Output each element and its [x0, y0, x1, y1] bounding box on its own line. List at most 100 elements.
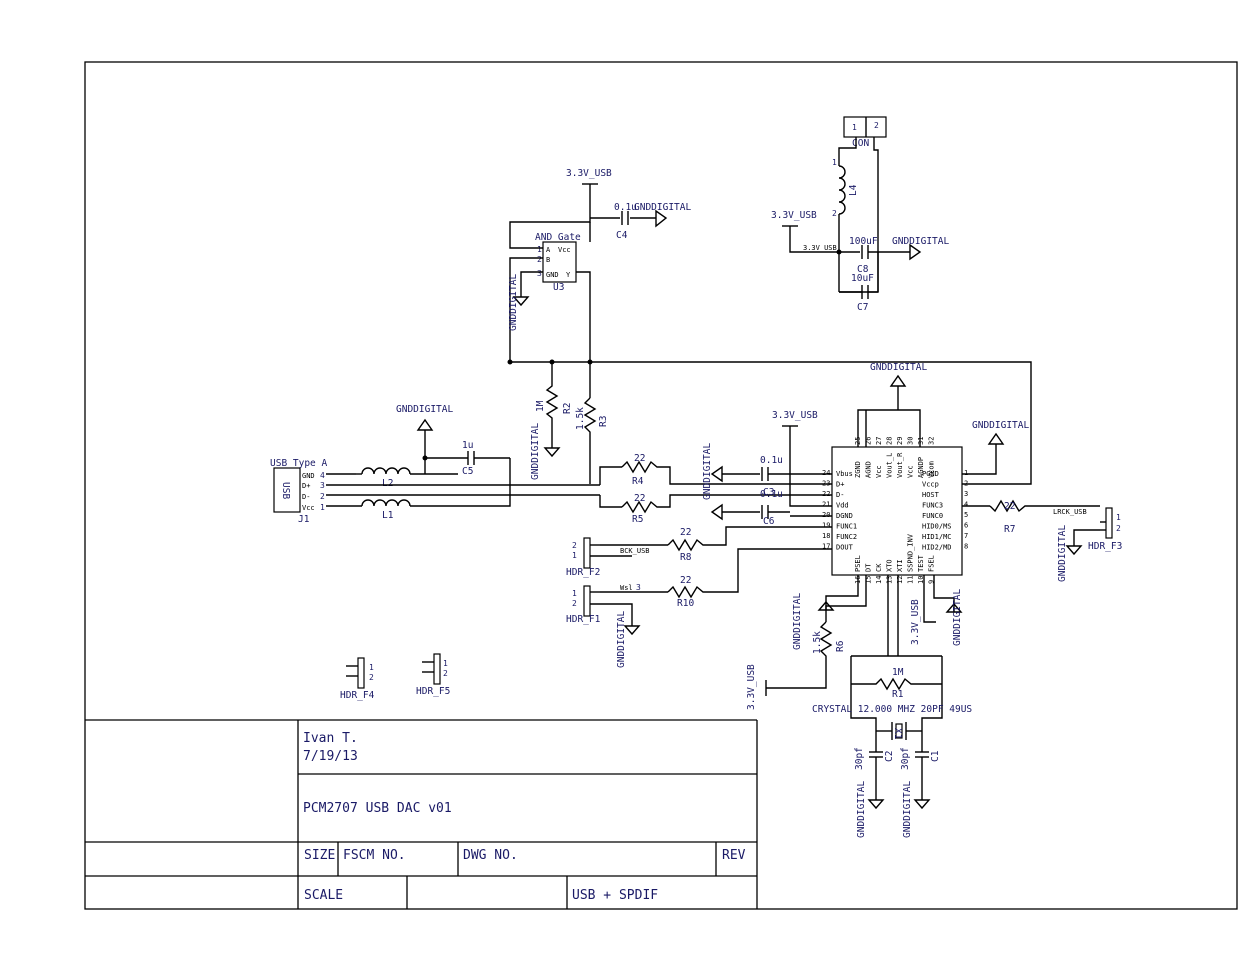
hdr-f2-pin1: 1 [572, 551, 577, 560]
r8-value: 22 [680, 527, 691, 538]
r6-resistor [766, 621, 833, 689]
u1-bottom-pin-number: 12 [896, 576, 904, 584]
rev-label: REV [722, 848, 746, 863]
u1-top-pin-label: AGND [865, 461, 873, 478]
hdr-f2-pin2: 2 [572, 541, 577, 550]
u1-top-pin-number: 31 [917, 437, 925, 445]
u1-right-pin-label: FUNC3 [922, 502, 943, 510]
u1-top-pin-number: 26 [865, 437, 873, 445]
r7-resistor [989, 499, 1100, 513]
hdr-f4-ref: HDR_F4 [340, 690, 375, 701]
l2-inductor [361, 467, 411, 475]
r8-resistor [667, 538, 708, 552]
u1-left-pin-label: Vdd [836, 502, 849, 510]
x1-ref: X1 [892, 728, 903, 740]
c2-value: 30pf [854, 747, 865, 770]
hdr-f1-pin1: 1 [572, 589, 577, 598]
j1-pin-dm: D- [302, 493, 310, 501]
u1-top-pin-number: 27 [875, 437, 883, 445]
c1-ref: C1 [930, 750, 941, 762]
c8-value: 100uF [849, 236, 878, 247]
r4-value: 22 [634, 453, 645, 464]
gnd-c8-label: GNDDIGITAL [892, 236, 949, 247]
r1-value: 1M [892, 667, 904, 678]
c4-value: 0.1u [614, 202, 637, 213]
hdr-f4-pin2: 2 [369, 673, 374, 682]
u1-left-pin-label: Vbus [836, 470, 853, 478]
l4-inductor [838, 165, 846, 215]
u1-top-pin-label: Vcc [875, 465, 883, 478]
net-3v3-top: 3.3V_USB [566, 168, 612, 179]
j1-num-2: 2 [320, 492, 325, 501]
c6-value: 0.1u [760, 489, 783, 500]
hdr-f2-ref: HDR_F2 [566, 567, 600, 578]
u1-right-pin-number: 3 [964, 490, 968, 498]
net-3v3-small: 3.3V_USB [803, 244, 837, 252]
r3-value: 1.5k [575, 407, 586, 430]
u1-left-pin-number: 17 [822, 543, 830, 551]
u1-right-pin-label: HID0/MS [922, 523, 952, 531]
author-text: Ivan T. [303, 731, 358, 746]
r1-resistor [851, 677, 942, 691]
l1-inductor [361, 499, 411, 507]
c1-value: 30pf [900, 747, 911, 770]
x1-crystal [895, 723, 903, 739]
u1-right-pin-number: 5 [964, 511, 968, 519]
hdr-f5-pin2: 2 [443, 669, 448, 678]
u1-left-pin-number: 22 [822, 490, 830, 498]
hdr-f3-pin1: 1 [1116, 513, 1121, 522]
dwg-label: DWG NO. [463, 848, 518, 863]
u1-left-pin-number: 23 [822, 480, 830, 488]
j1-usb-connector: USB USB Type A J1 GND D+ D- Vcc 4 3 2 1 [270, 458, 327, 525]
j1-num-4: 4 [320, 471, 325, 480]
u1-bottom-pin-label: CK [875, 563, 883, 572]
u3-and-gate: AND Gate A Vcc B GND Y U3 1 2 3 [535, 232, 581, 293]
gnd-hdrf1-label: GNDDIGITAL [616, 611, 627, 668]
c7-value: 10uF [851, 273, 874, 284]
u3-pin3-num: 3 [537, 269, 542, 278]
gnd-c3-label: GNDDIGITAL [702, 443, 713, 500]
hdr-f4: HDR_F4 1 2 [340, 657, 375, 701]
c5-ref: C5 [462, 466, 473, 477]
r10-resistor [667, 585, 708, 599]
u3-pin-vcc: Vcc [558, 246, 571, 254]
drawing-title: PCM2707 USB DAC v01 [303, 801, 452, 816]
l1-ref: L1 [382, 510, 394, 521]
gnd-u3-label: GNDDIGITAL [508, 274, 519, 331]
u3-pin2-num: 2 [537, 255, 542, 264]
u1-top-pin-label: Vcom [928, 461, 936, 478]
u3-pin-gnd: GND [546, 271, 559, 279]
r10-value: 22 [680, 575, 691, 586]
c6-ref: C6 [763, 516, 775, 527]
j1-body: USB [280, 482, 291, 499]
u1-bottom-pin-label: XTO [886, 559, 894, 572]
gnd-psel-label: GNDDIGITAL [792, 593, 803, 650]
r10-ref: R10 [677, 598, 694, 609]
r1-ref: R1 [892, 689, 904, 700]
l2-ref: L2 [382, 478, 393, 489]
j1-pin-vcc: Vcc [302, 504, 315, 512]
c2-ref: C2 [884, 751, 895, 762]
hdr-f5: HDR_F5 1 2 [416, 653, 450, 697]
ws-net: Wsl [620, 584, 633, 592]
u1-right-pin-number: 4 [964, 501, 968, 509]
r2-value: 1M [535, 400, 546, 412]
u1-bottom-pin-label: SSPND_INV [907, 533, 915, 572]
u1-right-pin-label: PGND [922, 470, 939, 478]
bck-net: BCK_USB [620, 547, 650, 555]
j1-num-3: 3 [320, 481, 325, 490]
u1-bottom-pin-label: PSEL [854, 555, 862, 572]
gnd-test-label: GNDDIGITAL [952, 589, 963, 646]
u1-left-pin-number: 21 [822, 501, 830, 509]
net-3v3-r6: 3.3V_USB [746, 664, 757, 710]
gnd-c5-label: GNDDIGITAL [396, 404, 453, 415]
gnd-c4-label: GNDDIGITAL [634, 202, 691, 213]
con-pin2: 2 [874, 121, 879, 130]
hdr-f5-ref: HDR_F5 [416, 686, 450, 697]
u1-top-pin-number: 29 [896, 437, 904, 445]
u1-left-pin-label: DGND [836, 512, 853, 520]
fscm-label: FSCM NO. [343, 848, 406, 863]
r2-resistor: 1M R2 GNDDIGITAL [530, 362, 573, 480]
con-label: CON [852, 138, 869, 149]
